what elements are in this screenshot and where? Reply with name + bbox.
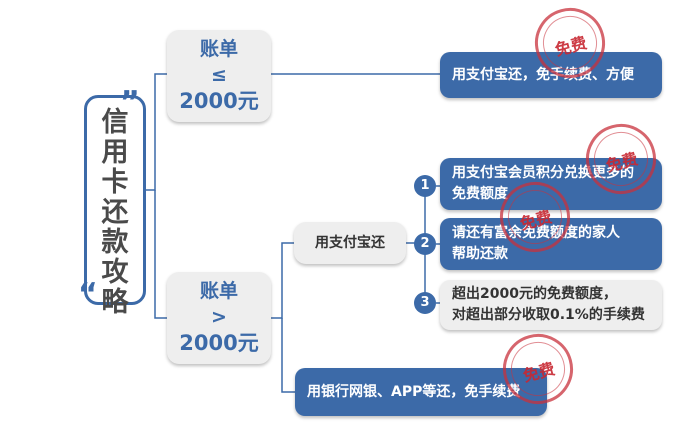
option-number-3: 3 bbox=[414, 292, 436, 314]
option-2-line2: 帮助还款 bbox=[452, 246, 508, 262]
bill-small-box: 账单 ≤ 2000元 bbox=[167, 30, 271, 122]
alipay-node: 用支付宝还 bbox=[294, 222, 406, 264]
title-text: 信 用 卡 还 款 攻 略 bbox=[101, 107, 129, 318]
bank-app-node: 用银行网银、APP等还，免手续费 bbox=[295, 368, 547, 416]
option-3-box: 超出2000元的免费额度， 对超出部分收取0.1%的手续费 bbox=[440, 280, 662, 330]
bill-large-amount: 2000元 bbox=[179, 331, 259, 355]
option-2-box: 请还有富余免费额度的家人 帮助还款 bbox=[440, 218, 662, 270]
option-2-line1: 请还有富余免费额度的家人 bbox=[452, 225, 620, 241]
quote-close: “ bbox=[78, 277, 98, 312]
bill-large-operator: > bbox=[211, 306, 227, 328]
bill-large-label: 账单 bbox=[199, 280, 238, 302]
bill-small-amount: 2000元 bbox=[179, 89, 259, 113]
option-1-box: 用支付宝会员积分兑换更多的 免费额度 bbox=[440, 158, 662, 210]
bill-large-box: 账单 > 2000元 bbox=[167, 272, 271, 364]
bill-small-operator: ≤ bbox=[211, 64, 227, 86]
small-bill-result: 用支付宝还，免手续费、方便 bbox=[440, 52, 662, 98]
option-3-line2: 对超出部分收取0.1%的手续费 bbox=[452, 307, 645, 323]
option-number-1: 1 bbox=[414, 175, 436, 197]
option-1-line2: 免费额度 bbox=[452, 186, 508, 202]
title-box bbox=[84, 95, 146, 305]
option-number-2: 2 bbox=[414, 233, 436, 255]
option-3-line1: 超出2000元的免费额度， bbox=[452, 286, 617, 302]
bill-small-label: 账单 bbox=[199, 38, 238, 60]
option-1-line1: 用支付宝会员积分兑换更多的 bbox=[452, 165, 634, 181]
quote-open: ” bbox=[120, 85, 140, 120]
